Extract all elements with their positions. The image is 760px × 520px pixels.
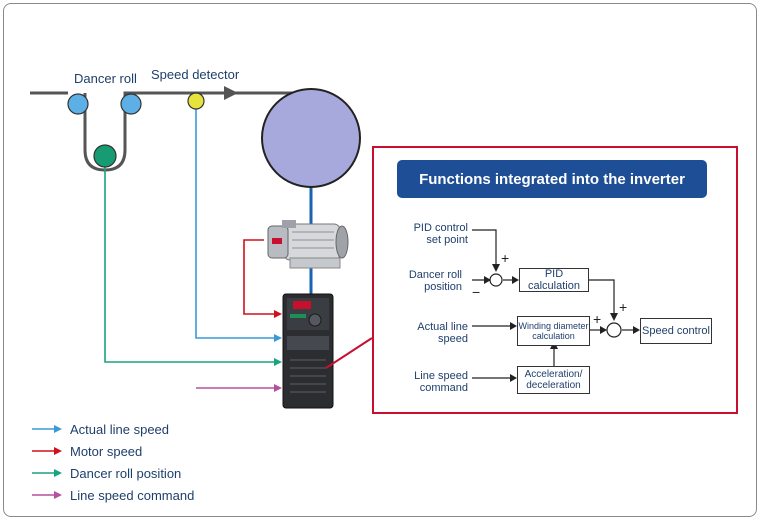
sign-dancer-minus: − <box>472 284 481 300</box>
legend-item-line-speed-command: Line speed command <box>32 485 194 505</box>
legend-item-motor-speed: Motor speed <box>32 441 142 461</box>
dancer-roller <box>93 144 117 168</box>
legend-arrow-icon <box>32 469 62 477</box>
motor-icon <box>267 220 349 269</box>
sign-pid-plus: + <box>619 299 628 315</box>
line-motor-speed <box>243 239 274 315</box>
legend-item-actual-line-speed: Actual line speed <box>32 419 169 439</box>
guide-roller-left <box>67 93 89 115</box>
summing-junction-speed <box>606 322 622 338</box>
input-pid-set-point: PID control set point <box>413 222 468 246</box>
legend-label: Actual line speed <box>70 421 170 437</box>
legend-arrow-icon <box>32 425 62 433</box>
arrowhead-dancer-position <box>274 358 282 366</box>
callout-line <box>325 337 373 369</box>
legend-arrow-icon <box>32 447 62 455</box>
web-direction-arrow <box>224 86 238 100</box>
inverter-icon <box>282 293 334 409</box>
acceleration-block: Acceleration/ deceleration <box>517 366 590 394</box>
arrowhead-actual-speed <box>274 334 282 342</box>
legend-label: Line speed command <box>70 487 195 503</box>
line-actual-speed <box>195 103 274 339</box>
winding-diameter-block: Winding diameter calculation <box>517 316 590 346</box>
sign-winding-plus: + <box>593 311 602 327</box>
input-dancer-position: Dancer roll position <box>408 269 462 293</box>
summing-junction-pid <box>489 273 503 287</box>
guide-roller-right <box>120 93 142 115</box>
legend-label: Motor speed <box>70 443 143 459</box>
arrowhead-motor-speed <box>274 310 282 318</box>
wire-setpoint <box>472 229 497 264</box>
legend-label: Dancer roll position <box>70 465 182 481</box>
line-dancer-position <box>104 165 274 363</box>
arrowhead-speed-command <box>274 384 282 392</box>
input-actual-line-speed: Actual line speed <box>417 321 468 345</box>
speed-control-block: Speed control <box>640 318 712 344</box>
sign-setpoint-plus: + <box>501 250 510 266</box>
panel-title: Functions integrated into the inverter <box>397 160 707 198</box>
winding-drum <box>261 88 361 188</box>
legend-arrow-icon <box>32 491 62 499</box>
pid-calculation-block: PID calculation <box>519 268 589 292</box>
speed-detector-label: Speed detector <box>151 67 240 82</box>
speed-detector-roller <box>187 92 205 110</box>
wire-pid-out <box>589 279 615 317</box>
input-line-speed-command: Line speed command <box>414 370 468 394</box>
legend-item-dancer-roll-position: Dancer roll position <box>32 463 181 483</box>
dancer-roll-label: Dancer roll <box>74 71 137 86</box>
